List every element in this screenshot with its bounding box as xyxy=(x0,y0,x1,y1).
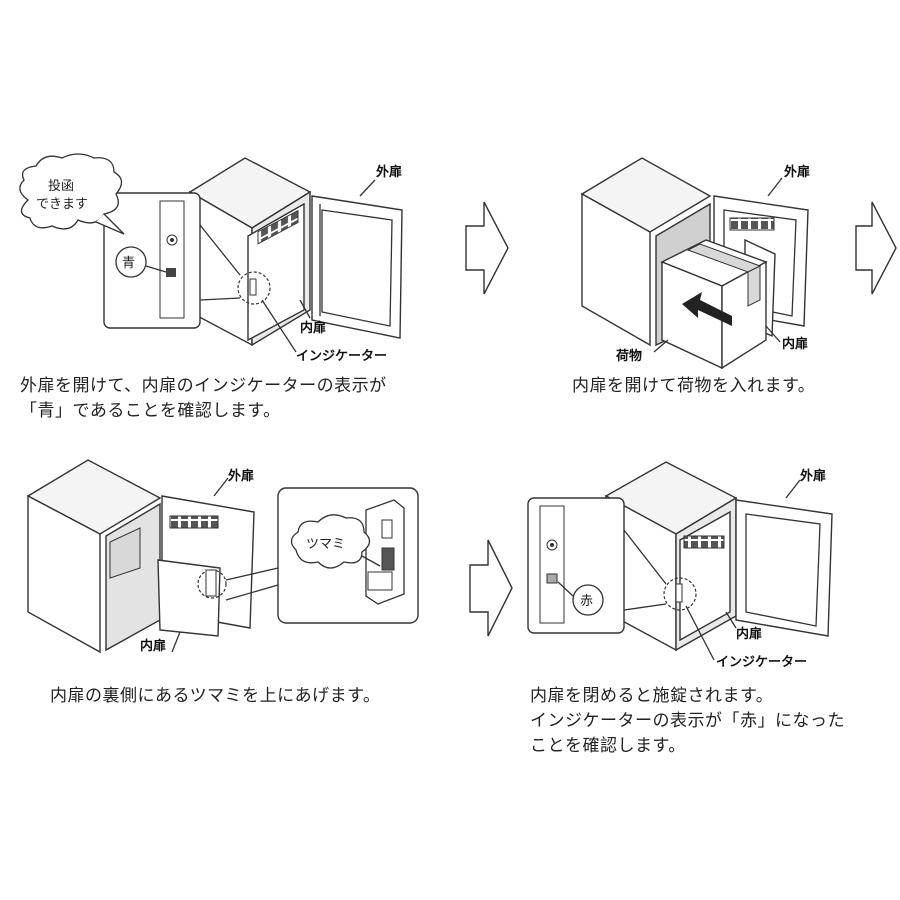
step3-cloud-bubble xyxy=(290,514,371,569)
step2-label-inner-door: 内扉 xyxy=(782,336,808,352)
arrow-right-icon xyxy=(465,201,509,295)
step2-illustration xyxy=(580,157,809,370)
step1-cloud-bubble xyxy=(19,153,123,230)
step3-inner-door xyxy=(157,559,221,637)
step1-indicator-text: 青 xyxy=(122,256,135,271)
step1-caption-line: 外扉を開けて、内扉のインジケーターの表示が xyxy=(20,376,387,396)
step2-label-parcel: 荷物 xyxy=(615,348,642,364)
step4-indicator-text: 赤 xyxy=(580,594,593,609)
step3-illustration xyxy=(26,459,419,654)
step2-caption: 内扉を開けて荷物を入れます。 xyxy=(572,374,815,399)
step1-outer-door xyxy=(311,195,403,339)
step1-illustration xyxy=(19,153,403,353)
step3-label-outer-door: 外扉 xyxy=(227,468,254,484)
step4-caption-line: ことを確認します。 xyxy=(530,736,686,756)
step4-label-inner-door: 内扉 xyxy=(736,626,762,642)
step1-label-outer-door: 外扉 xyxy=(375,164,402,180)
step3-label-inner-door: 内扉 xyxy=(140,638,166,654)
step1-caption-line: 「青」であることを確認します。 xyxy=(20,401,281,421)
step1-bubble-line1: 投函 xyxy=(48,178,74,194)
step1-label-inner-door: 内扉 xyxy=(300,320,326,336)
step3-bubble-text: ツマミ xyxy=(306,537,345,552)
push-arrow-icon xyxy=(682,292,732,326)
arrow-right-icon xyxy=(855,201,897,295)
step2-caption-line: 内扉を開けて荷物を入れます。 xyxy=(572,376,816,396)
step4-label-indicator: インジケーター xyxy=(716,655,807,670)
step4-caption-line: インジケーターの表示が「赤」になった xyxy=(530,711,845,731)
step3-caption-line: 内扉の裏側にあるツマミを上にあげます。 xyxy=(50,686,381,706)
step4-caption: 内扉を閉めると施錠されます。 インジケーターの表示が「赤」になった ことを確認し… xyxy=(530,684,845,759)
step4-illustration xyxy=(527,461,833,661)
step4-label-outer-door: 外扉 xyxy=(799,468,826,484)
step1-label-indicator: インジケーター xyxy=(296,349,387,364)
step1-caption: 外扉を開けて、内扉のインジケーターの表示が 「青」であることを確認します。 xyxy=(20,374,387,424)
step1-bubble-line2: できます xyxy=(36,197,88,212)
step4-caption-line: 内扉を閉めると施錠されます。 xyxy=(530,686,774,706)
step3-caption: 内扉の裏側にあるツマミを上にあげます。 xyxy=(50,684,380,709)
arrow-right-icon xyxy=(469,539,513,637)
step2-label-outer-door: 外扉 xyxy=(783,164,810,180)
step4-outer-door xyxy=(735,499,833,637)
